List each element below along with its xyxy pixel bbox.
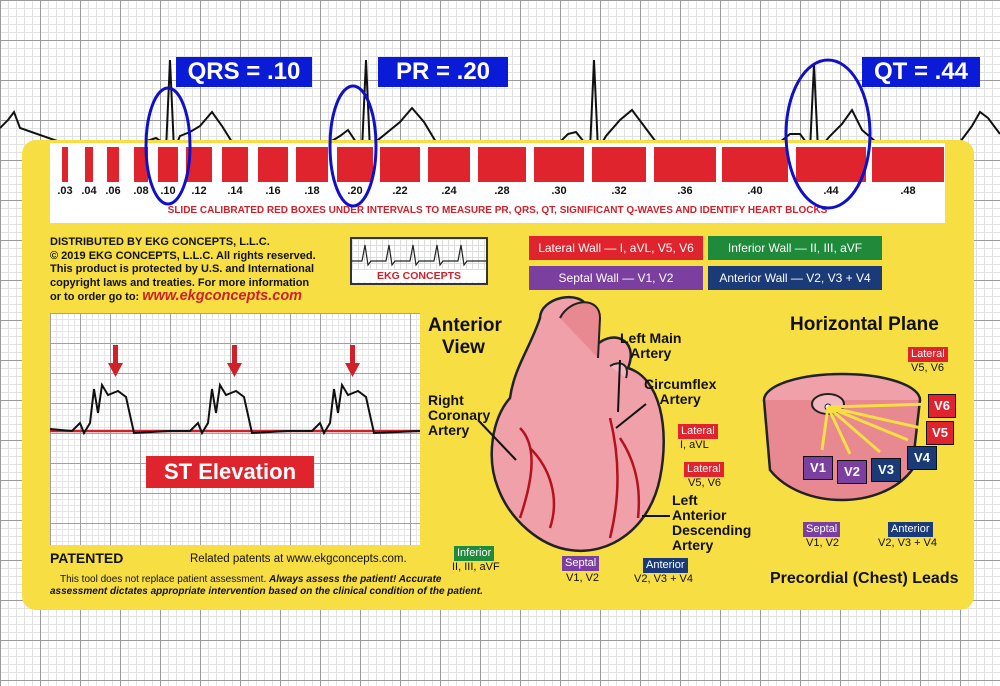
lateral-badge: Lateral	[908, 347, 948, 362]
lateral-badge: Lateral	[684, 462, 724, 477]
artery-pointer-lines	[477, 359, 670, 517]
ruler-tick: .22	[392, 185, 408, 197]
lateral-leads: I, aVL	[680, 439, 709, 451]
distributor-line: This product is protected by U.S. and In…	[50, 263, 315, 276]
septal-leads: V1, V2	[806, 537, 840, 549]
calibration-box[interactable]	[380, 147, 420, 182]
anterior-badge: Anterior	[643, 558, 688, 573]
ruler-tick: .30	[551, 185, 567, 197]
lead-v5: V5	[926, 421, 954, 445]
lead-v4: V4	[907, 446, 937, 470]
calibration-box[interactable]	[654, 147, 716, 182]
ruler-tick: .08	[133, 185, 149, 197]
ruler-tick: .48	[900, 185, 916, 197]
interval-highlight-ellipses	[144, 58, 872, 210]
distributor-line: DISTRIBUTED BY EKG CONCEPTS, L.L.C.	[50, 236, 270, 248]
logo-text: EKG CONCEPTS	[352, 270, 486, 282]
ruler-tick: .18	[304, 185, 320, 197]
st-elevation-trace	[50, 345, 420, 436]
ruler-tick: .06	[105, 185, 121, 197]
anterior-leads: V2, V3 + V4	[634, 573, 694, 585]
related-patents-text: Related patents at www.ekgconcepts.com.	[190, 553, 407, 565]
distributor-line: copyright laws and treaties. For more in…	[50, 276, 310, 289]
lead-v1: V1	[803, 456, 833, 480]
calibration-box[interactable]	[85, 147, 93, 182]
ruler-tick: .04	[81, 185, 97, 197]
calibration-box[interactable]	[428, 147, 470, 182]
lead-v6: V6	[928, 394, 956, 418]
website-link[interactable]: www.ekgconcepts.com	[142, 288, 303, 305]
st-arrow-icon	[108, 345, 360, 377]
ruler-tick: .14	[227, 185, 243, 197]
distributor-info: DISTRIBUTED BY EKG CONCEPTS, L.L.C. © 20…	[50, 236, 340, 305]
pr-measurement-label: PR = .20	[378, 57, 508, 87]
horizontal-plane-heart-icon	[762, 372, 933, 502]
logo-ecg-icon	[352, 244, 486, 267]
anterior-badge: Anterior	[888, 522, 933, 537]
inferior-badge: Inferior	[454, 546, 495, 561]
lateral-leads: V5, V6	[688, 477, 722, 489]
calibration-box[interactable]	[872, 147, 944, 182]
ruler-tick: .10	[160, 185, 176, 197]
lateral-leads: V5, V6	[911, 362, 945, 374]
anterior-leads: V2, V3 + V4	[878, 537, 938, 549]
ruler-tick: .28	[494, 185, 510, 197]
septal-badge: Septal	[562, 556, 600, 571]
calibration-box[interactable]	[258, 147, 288, 182]
precordial-leads-caption: Precordial (Chest) Leads	[770, 570, 959, 587]
ruler-tick: .12	[191, 185, 207, 197]
qrs-measurement-label: QRS = .10	[176, 57, 312, 87]
distributor-line: or to order go to:	[50, 291, 143, 304]
ruler-tick: .32	[611, 185, 627, 197]
qt-measurement-label: QT = .44	[862, 57, 980, 87]
lead-v2: V2	[837, 460, 867, 484]
calibration-box[interactable]	[478, 147, 526, 182]
calibration-box[interactable]	[62, 147, 68, 182]
ruler-tick: .16	[265, 185, 281, 197]
calibration-box[interactable]	[796, 147, 866, 182]
calibration-box[interactable]	[158, 147, 178, 182]
lateral-badge: Lateral	[678, 424, 718, 439]
inferior-leads: II, III, aVF	[452, 561, 500, 573]
septal-badge: Septal	[803, 522, 841, 537]
ruler-tick: .44	[823, 185, 839, 197]
calibration-box[interactable]	[337, 147, 373, 182]
calibration-box[interactable]	[222, 147, 248, 182]
ruler-tick: .03	[57, 185, 73, 197]
anterior-view-title: Anterior View	[428, 315, 502, 358]
septal-leads: V1, V2	[566, 572, 600, 584]
calibration-box[interactable]	[722, 147, 788, 182]
lateral-wall-legend: Lateral Wall — I, aVL, V5, V6	[529, 236, 703, 260]
distributor-line: © 2019 EKG CONCEPTS, L.L.C. All rights r…	[50, 249, 316, 262]
ruler-tick: .36	[677, 185, 693, 197]
patented-label: PATENTED	[50, 550, 124, 566]
ruler-tick: .40	[747, 185, 763, 197]
septal-wall-legend: Septal Wall — V1, V2	[529, 266, 703, 290]
disclaimer-line-1: This tool does not replace patient asses…	[60, 574, 442, 585]
ruler-tick: .24	[441, 185, 457, 197]
anterior-wall-legend: Anterior Wall — V2, V3 + V4	[708, 266, 882, 290]
ekg-concepts-logo: EKG CONCEPTS	[350, 237, 488, 285]
calibration-box[interactable]	[107, 147, 119, 182]
calibration-box[interactable]	[134, 147, 148, 182]
inferior-wall-legend: Inferior Wall — II, III, aVF	[708, 236, 882, 260]
disclaimer-line-2: assessment dictates appropriate interven…	[50, 586, 483, 597]
ruler-instruction: SLIDE CALIBRATED RED BOXES UNDER INTERVA…	[167, 205, 828, 216]
calibration-box[interactable]	[296, 147, 328, 182]
calibration-box[interactable]	[592, 147, 646, 182]
st-elevation-label: ST Elevation	[146, 456, 314, 488]
horizontal-plane-title: Horizontal Plane	[790, 314, 939, 335]
lead-v3: V3	[871, 458, 901, 482]
ruler-tick: .20	[347, 185, 363, 197]
calibration-box[interactable]	[534, 147, 584, 182]
